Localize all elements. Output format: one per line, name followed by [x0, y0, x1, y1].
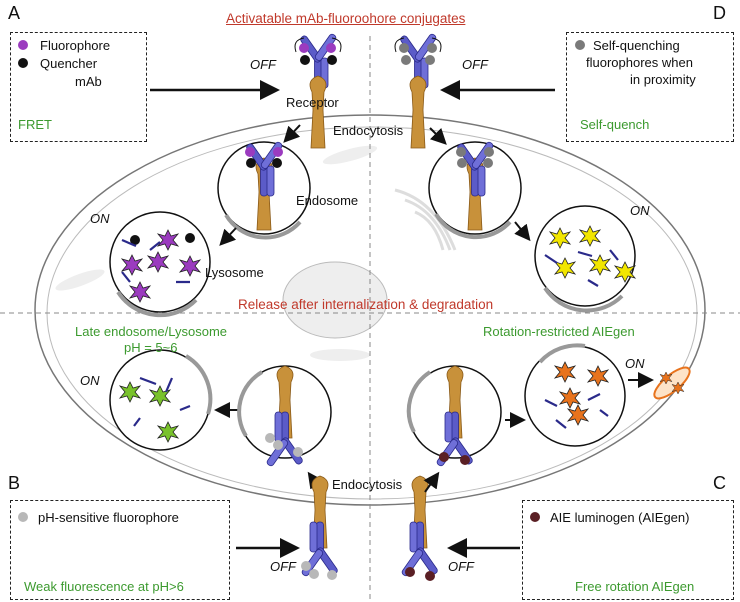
endocytosis-label-top: Endocytosis	[333, 123, 404, 138]
mitochondrion	[310, 349, 370, 361]
late-endosome-label: Late endosome/Lysosome	[75, 324, 228, 339]
figure-title: Activatable mAb-fluoroohore conjugates	[226, 11, 466, 26]
center-caption: Release after internalization & degradat…	[238, 297, 494, 312]
nucleus	[282, 261, 388, 339]
legend-box-b	[10, 500, 230, 600]
legend-mab: mAb	[75, 74, 102, 89]
legend-self-quench-line3: in proximity	[630, 72, 696, 87]
panel-letter-a: A	[8, 3, 21, 23]
mechanism-weak-fluorescence: Weak fluorescence at pH>6	[24, 579, 184, 594]
mitochondrion	[322, 145, 378, 165]
quencher-legend-dot	[18, 58, 28, 68]
legend-self-quench-line1: Self-quenching	[593, 38, 680, 53]
panel-letter-b: B	[8, 473, 21, 493]
legend-box-c	[522, 500, 734, 600]
endosome-label: Endosome	[296, 193, 359, 208]
mitochondrion	[55, 269, 105, 291]
arrow-icon	[423, 471, 440, 493]
off-label-d: OFF	[462, 57, 488, 72]
lysosome-label: Lysosome	[205, 265, 264, 280]
on-label-c: ON	[625, 356, 645, 371]
on-label-a: ON	[90, 211, 110, 226]
legend-self-quench-line2: fluorophores when	[586, 55, 693, 70]
legend-quencher: Quencher	[40, 56, 98, 71]
legend-aiegen: AIE luminogen (AIEgen)	[550, 510, 690, 525]
arrow-icon	[219, 227, 237, 246]
mechanism-free-rotation: Free rotation AIEgen	[575, 579, 695, 594]
golgi	[394, 188, 457, 251]
on-label-d: ON	[630, 203, 650, 218]
receptor-label: Receptor	[286, 95, 339, 110]
off-label-b: OFF	[270, 559, 296, 574]
on-label-b: ON	[80, 373, 100, 388]
off-label-c: OFF	[448, 559, 474, 574]
legend-ph-sensitive: pH-sensitive fluorophore	[38, 510, 179, 525]
panel-letter-d: D	[713, 3, 726, 23]
rotation-restricted-label: Rotation-restricted AIEgen	[483, 324, 635, 339]
endocytosis-label-bottom: Endocytosis	[332, 477, 403, 492]
self-quench-legend-dot	[575, 40, 585, 50]
fluorophore-legend-dot	[18, 40, 28, 50]
mechanism-self-quench: Self-quench	[580, 117, 650, 132]
mechanism-fret: FRET	[18, 117, 52, 132]
arrow-icon	[514, 221, 531, 242]
legend-fluorophore: Fluorophore	[40, 38, 111, 53]
ph-sensitive-legend-dot	[18, 512, 28, 522]
aiegen-legend-dot	[530, 512, 540, 522]
panel-letter-c: C	[713, 473, 726, 493]
ph-range-label: pH = 5~6	[124, 340, 178, 355]
arrow-icon	[429, 127, 447, 145]
off-label-a: OFF	[250, 57, 276, 72]
legend-box-a	[10, 32, 147, 142]
legend-box-d	[566, 32, 734, 142]
arrow-icon	[283, 124, 301, 143]
